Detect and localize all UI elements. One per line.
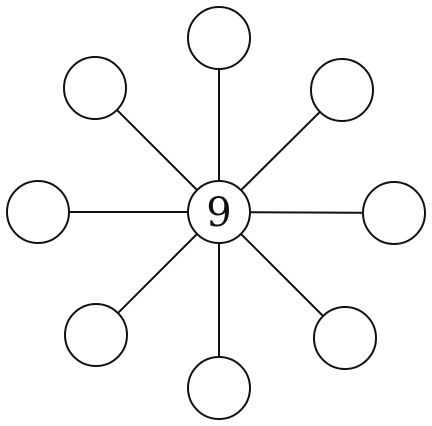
center-node: 9 xyxy=(187,180,251,244)
outer-node-top-left[interactable] xyxy=(63,56,127,120)
outer-node-bottom[interactable] xyxy=(187,356,251,420)
outer-node-bottom-right[interactable] xyxy=(313,306,377,370)
outer-node-top-right[interactable] xyxy=(310,58,374,122)
outer-node-top[interactable] xyxy=(187,6,251,70)
outer-node-left[interactable] xyxy=(6,180,70,244)
outer-nodes-group xyxy=(6,6,426,420)
center-value: 9 xyxy=(206,190,231,236)
outer-node-bottom-left[interactable] xyxy=(64,303,128,367)
outer-node-right[interactable] xyxy=(362,181,426,245)
